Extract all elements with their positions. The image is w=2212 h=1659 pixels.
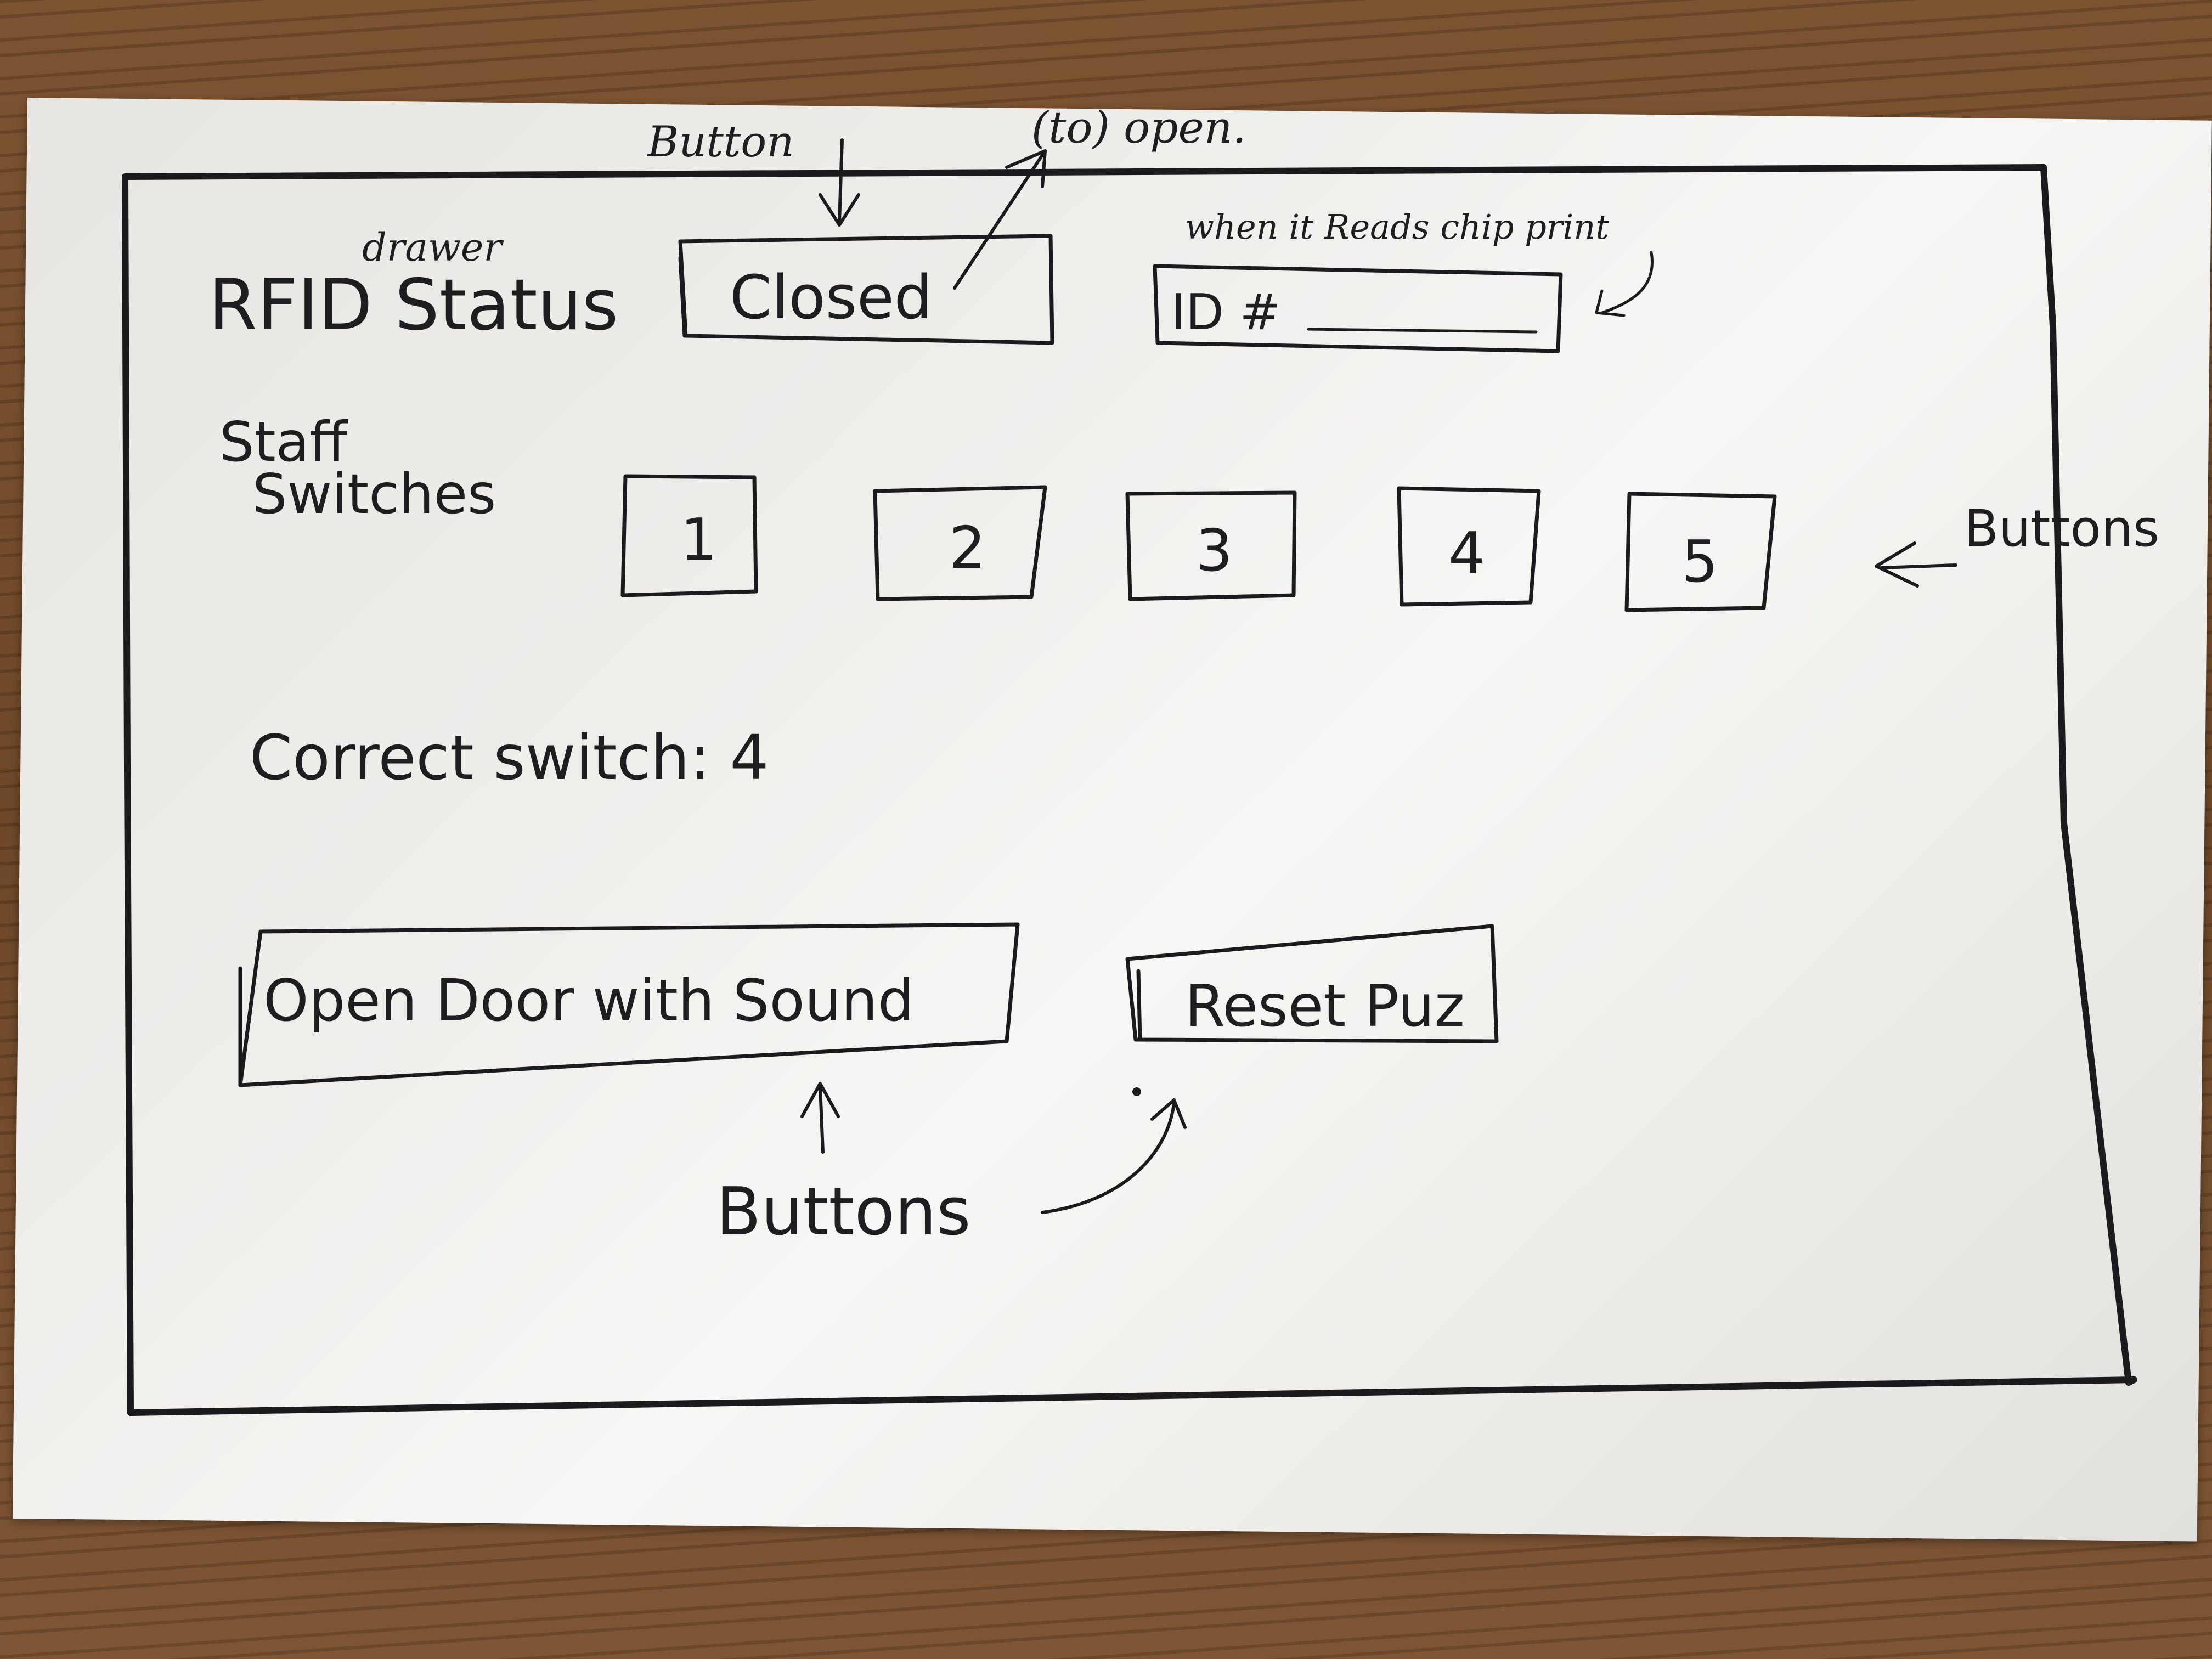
annotation-buttons-right-text: Buttons <box>1964 499 2159 558</box>
id-field[interactable]: ID # <box>1153 264 1563 353</box>
switch-button-4[interactable]: 4 <box>1397 486 1541 607</box>
rfid-status-row: drawer RFID Status <box>208 225 618 346</box>
annotation-chip: when it Reads chip print <box>1185 207 1654 317</box>
switch-button-5[interactable]: 5 <box>1624 492 1777 612</box>
id-field-label: ID # <box>1171 284 1281 341</box>
switch-4-label: 4 <box>1448 520 1485 587</box>
annotation-button-top: Button <box>646 117 860 227</box>
annotation-buttons-bottom-text: Buttons <box>716 1174 970 1250</box>
ink-dot <box>1132 1087 1141 1096</box>
switch-button-1[interactable]: 1 <box>620 474 758 597</box>
annotation-chip-text: when it Reads chip print <box>1185 207 1609 247</box>
switch-5-label: 5 <box>1681 528 1718 595</box>
drawer-annotation: drawer <box>362 225 504 270</box>
reset-puzzle-label: Reset Puz <box>1185 973 1465 1040</box>
annotation-button-text: Button <box>646 117 794 167</box>
switch-3-label: 3 <box>1196 517 1233 584</box>
switch-button-3[interactable]: 3 <box>1125 490 1297 601</box>
annotation-buttons-right: Buttons <box>1875 499 2159 588</box>
screen-frame <box>122 164 2137 1416</box>
annotation-to-open-text: (to) open. <box>1031 102 1246 153</box>
open-door-button[interactable]: Open Door with Sound <box>238 922 1020 1087</box>
rfid-status-label: RFID Status <box>208 264 618 346</box>
staff-label-line2: Switches <box>252 462 496 526</box>
annotation-to-open: (to) open. <box>953 102 1246 290</box>
open-door-label: Open Door with Sound <box>263 967 914 1034</box>
staff-label-line1: Staff <box>219 410 348 474</box>
staff-switches-label: Staff Switches <box>219 410 496 526</box>
reset-puzzle-button[interactable]: Reset Puz <box>1125 924 1499 1043</box>
switch-1-label: 1 <box>680 506 717 573</box>
drawer-status-label: Closed <box>730 262 932 332</box>
switch-button-2[interactable]: 2 <box>873 485 1047 601</box>
drawer-status-button[interactable]: Closed <box>678 234 1054 345</box>
switch-2-label: 2 <box>949 515 986 582</box>
annotation-buttons-bottom: Buttons <box>716 1082 1187 1250</box>
correct-switch-text: Correct switch: 4 <box>250 723 769 794</box>
